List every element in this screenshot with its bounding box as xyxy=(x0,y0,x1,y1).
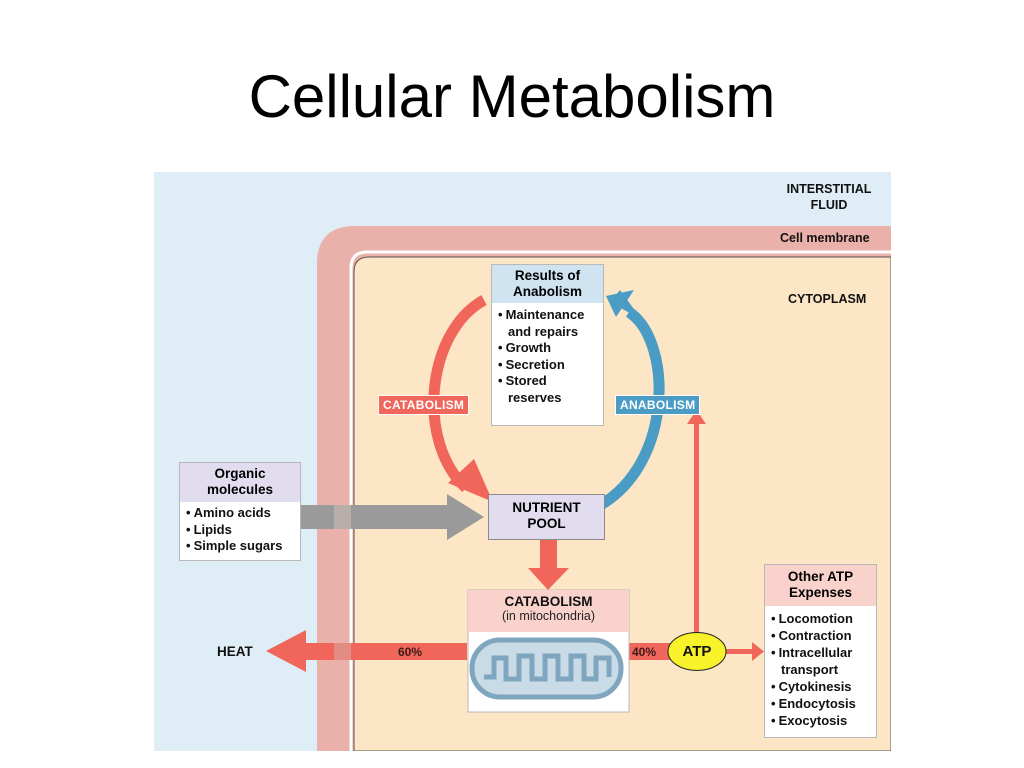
list-item: Locomotion xyxy=(771,610,870,627)
results-of-anabolism-title: Results of Anabolism xyxy=(492,265,603,303)
catabolism-box-subtitle: (in mitochondria) xyxy=(501,609,596,623)
organic-molecules-box: Organic molecules Amino acids Lipids Sim… xyxy=(179,462,301,561)
atp-percent: 40% xyxy=(632,645,657,659)
heat-arrow-shaft xyxy=(304,643,467,660)
atp-molecule xyxy=(667,632,727,671)
interstitial-fluid-label: INTERSTITIAL FLUID xyxy=(786,182,872,212)
pool-to-catabolism-arrow xyxy=(528,568,569,590)
list-item: Contraction xyxy=(771,627,870,644)
list-item: Exocytosis xyxy=(771,712,870,729)
slide-title: Cellular Metabolism xyxy=(248,63,776,130)
organic-molecules-list: Amino acids Lipids Simple sugars xyxy=(180,502,300,559)
heat-arrow-head xyxy=(266,630,306,672)
cytoplasm-label: CYTOPLASM xyxy=(788,292,867,306)
list-item: Simple sugars xyxy=(186,538,294,555)
nutrient-pool-box: NUTRIENT POOL xyxy=(488,494,605,540)
anabolism-results-list: Maintenance and repairs Growth Secretion… xyxy=(492,303,603,410)
catabolism-cycle-label: CATABOLISM xyxy=(378,395,470,415)
heat-percent: 60% xyxy=(398,645,423,659)
catabolism-box-header: CATABOLISM (in mitochondria) xyxy=(468,594,629,623)
list-item: Growth xyxy=(498,340,597,357)
metabolism-diagram: INTERSTITIAL FLUID Cell membrane CYTOPLA… xyxy=(154,172,891,751)
catabolism-box-title: CATABOLISM xyxy=(504,594,593,609)
heat-label: HEAT xyxy=(217,644,253,659)
list-item: Cytokinesis xyxy=(771,678,870,695)
list-item: Intracellular transport xyxy=(771,644,870,678)
organic-molecules-title: Organic molecules xyxy=(180,463,300,502)
atp-expenses-list: Locomotion Contraction Intracellular tra… xyxy=(765,606,876,733)
list-item: Amino acids xyxy=(186,505,294,522)
atp-to-expenses-arrow xyxy=(752,642,764,661)
other-atp-expenses-title: Other ATP Expenses xyxy=(765,565,876,606)
results-of-anabolism-box: Results of Anabolism Maintenance and rep… xyxy=(491,264,604,426)
anabolism-cycle-label: ANABOLISM xyxy=(615,395,701,415)
nutrient-pool-label: NUTRIENT POOL xyxy=(512,500,581,531)
gray-arrow-head xyxy=(447,494,484,540)
list-item: Lipids xyxy=(186,522,294,539)
list-item: Endocytosis xyxy=(771,695,870,712)
atp-to-anabolism-arrow xyxy=(687,410,706,424)
catabolism-cycle-arrow xyxy=(428,295,487,493)
list-item: Secretion xyxy=(498,357,597,374)
gray-arrow-shaft xyxy=(299,505,447,529)
atp-label: ATP xyxy=(682,643,712,660)
cell-membrane-label: Cell membrane xyxy=(780,231,870,245)
list-item: Maintenance and repairs xyxy=(498,307,597,340)
other-atp-expenses-box: Other ATP Expenses Locomotion Contractio… xyxy=(764,564,877,738)
list-item: Stored reserves xyxy=(498,373,597,406)
